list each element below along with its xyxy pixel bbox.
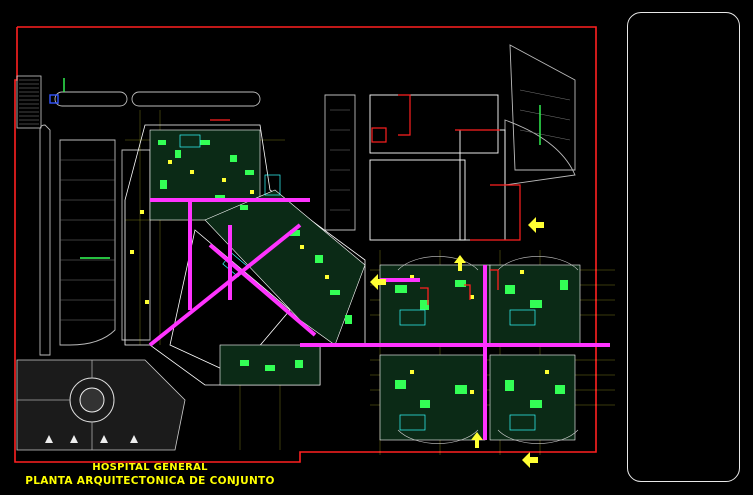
north-arrow-icon (370, 217, 544, 468)
title-block-panel (627, 12, 740, 482)
red-accents (210, 119, 499, 305)
building-wings (149, 129, 581, 441)
access-stairs (16, 75, 42, 129)
entrance-marker (49, 94, 59, 104)
stair-treads (19, 79, 39, 125)
parking-lots (39, 44, 576, 356)
service-building-accents (371, 94, 521, 241)
fixtures-yellow (130, 160, 549, 394)
green-markers (63, 78, 541, 259)
roundabout-icon (17, 360, 115, 450)
service-building (369, 94, 506, 241)
drawing-title-block: HOSPITAL GENERAL PLANTA ARQUITECTONICA D… (0, 462, 300, 494)
parking-stall-lines (60, 89, 571, 321)
circulation-corridors (148, 198, 610, 440)
parking-stall-icon (45, 435, 138, 443)
drawing-subtitle: PLANTA ARQUITECTONICA DE CONJUNTO (25, 475, 275, 487)
site-boundary (14, 26, 597, 463)
round-towers (397, 256, 579, 444)
drawing-title: HOSPITAL GENERAL (92, 462, 208, 473)
